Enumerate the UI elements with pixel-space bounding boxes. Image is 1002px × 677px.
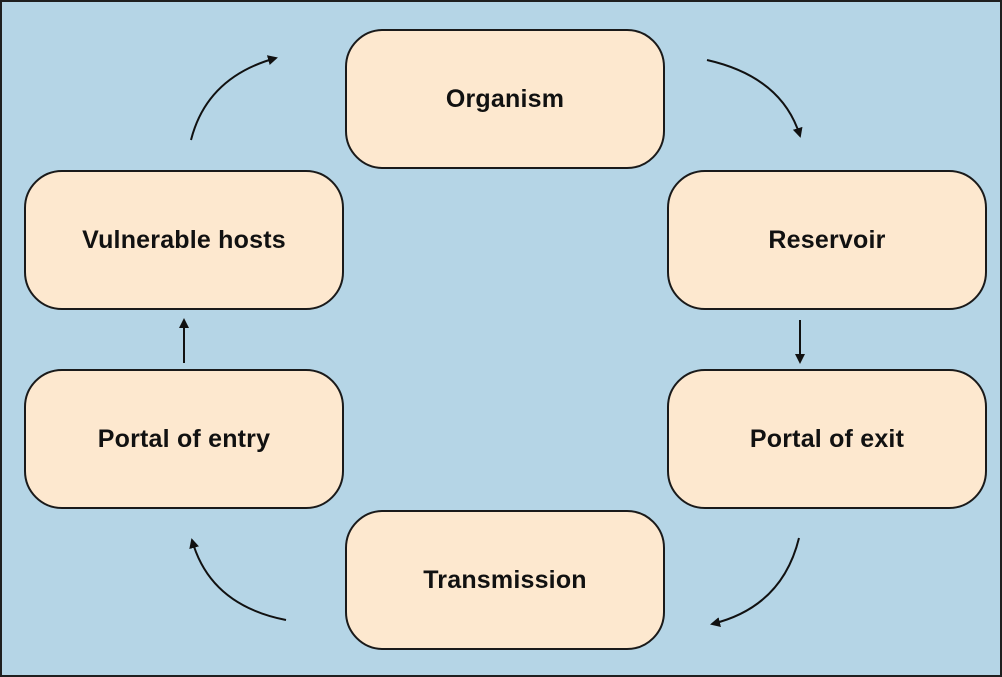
node-transmission: Transmission <box>345 510 665 650</box>
node-vulnerable-hosts: Vulnerable hosts <box>24 170 344 310</box>
node-portal-of-entry: Portal of entry <box>24 369 344 509</box>
node-label-transmission: Transmission <box>423 565 587 594</box>
node-label-reservoir: Reservoir <box>768 225 886 254</box>
node-portal-of-exit: Portal of exit <box>667 369 987 509</box>
node-label-portal-of-entry: Portal of entry <box>97 424 271 453</box>
arrow-organism-to-reservoir <box>706 59 803 138</box>
arrow-portal-of-exit-to-transmission <box>710 537 800 627</box>
arrow-transmission-to-portal-of-entry <box>189 538 287 621</box>
node-label-portal-of-exit: Portal of exit <box>749 424 905 453</box>
node-reservoir: Reservoir <box>667 170 987 310</box>
node-organism: Organism <box>345 29 665 169</box>
node-label-organism: Organism <box>445 84 565 113</box>
node-label-vulnerable-hosts: Vulnerable hosts <box>82 225 286 254</box>
arrow-vulnerable-hosts-to-organism <box>190 55 278 141</box>
